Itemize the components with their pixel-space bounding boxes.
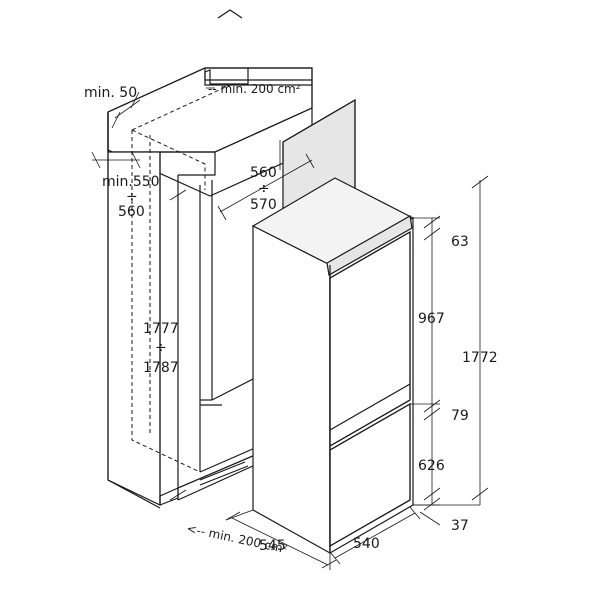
niche-height-sep-label: ÷ [155, 340, 167, 356]
appliance-width-label: 540 [353, 536, 380, 552]
niche-height-bot-label: 1787 [143, 360, 179, 376]
top-gap-label: 63 [451, 234, 469, 250]
panel-depth-bot-label: 570 [250, 197, 277, 213]
niche-height-top-label: 1777 [143, 321, 179, 337]
niche-width-sep-label: ÷ [126, 189, 138, 205]
appliance-depth-label: 545 [259, 538, 286, 554]
vent-top-label: -- min. 200 cm² [208, 82, 301, 96]
total-height-label: 1772 [462, 350, 498, 366]
appliance [251, 177, 415, 555]
panel-depth-top-label: 560 [250, 165, 277, 181]
top-chevron [217, 9, 243, 19]
door-gap-label: 79 [451, 408, 469, 424]
niche-width-bot-label: 560 [118, 204, 145, 220]
lower-door-label: 626 [418, 458, 445, 474]
dimension-lines [91, 87, 489, 570]
bottom-gap-label: 37 [451, 518, 469, 534]
niche-width-top-label: min.550 [102, 174, 160, 190]
panel-depth-sep-label: ÷ [258, 181, 270, 197]
niche-depth-min-label: min. 50 [84, 85, 137, 101]
upper-door-label: 967 [418, 311, 445, 327]
